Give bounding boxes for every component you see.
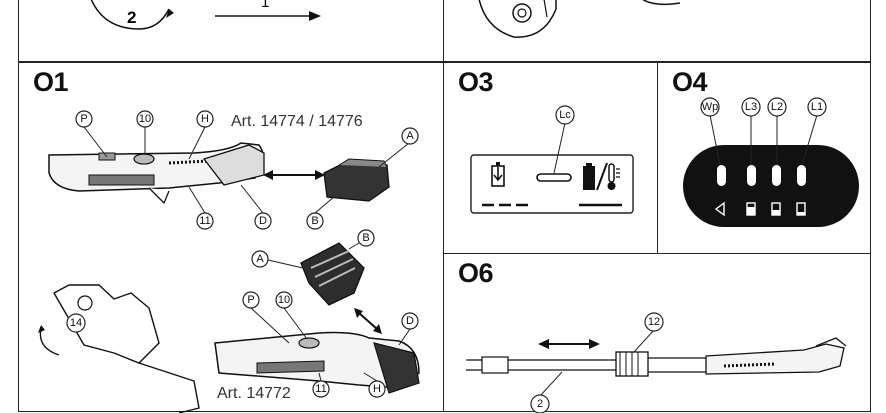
led-l2	[772, 165, 781, 186]
rotation-arrows-illustration: 2 1	[90, 0, 321, 30]
svg-text:14: 14	[70, 317, 82, 329]
svg-text:12: 12	[648, 316, 660, 328]
tool-handle-lower	[214, 331, 420, 394]
callout-d-upper: D	[240, 184, 272, 230]
arrow-label-1: 1	[261, 0, 269, 11]
svg-text:L2: L2	[771, 101, 783, 113]
svg-text:L1: L1	[811, 101, 823, 113]
triangle-icon	[714, 201, 725, 217]
o4-control-panel-illustration: Wp L3 L2 L1	[683, 97, 859, 227]
led-wp	[717, 165, 726, 186]
arrow-label-2: 2	[127, 8, 136, 27]
svg-text:10: 10	[139, 113, 151, 125]
svg-text:H: H	[373, 383, 381, 395]
svg-text:11: 11	[315, 383, 326, 395]
led-panel-body	[683, 145, 859, 227]
svg-text:P: P	[247, 294, 254, 306]
tool-head-illustration	[478, 0, 681, 38]
svg-text:B: B	[311, 215, 318, 227]
callout-10-upper: 10	[136, 110, 154, 155]
battery-temperature-icon	[583, 162, 620, 191]
led-l3	[747, 165, 756, 186]
callout-b-upper: B	[306, 196, 335, 230]
o3-display-illustration: Lc	[470, 105, 634, 214]
panel-o4: O4 Wp L3	[657, 62, 871, 255]
callout-l2: L2	[767, 97, 787, 165]
callout-2: 2	[530, 371, 563, 413]
svg-text:10: 10	[278, 294, 290, 306]
svg-text:D: D	[259, 215, 267, 227]
panel-o1-title: O1	[33, 67, 69, 97]
callout-11-upper: 11	[188, 186, 214, 230]
water-pump-icon	[491, 162, 505, 187]
callout-a-upper: A	[378, 127, 419, 168]
svg-text:A: A	[256, 253, 264, 265]
tool-head-lower	[38, 284, 200, 413]
panel-o3: O3 Lc	[443, 62, 659, 255]
curved-arrow-head	[166, 9, 174, 18]
o6-telescopic-pole-illustration: 12 2	[466, 312, 847, 413]
panel-o6: O6 12	[443, 253, 871, 413]
battery-level-icons	[746, 202, 806, 216]
panel-o4-title: O4	[672, 67, 708, 97]
battery-pack-upper	[323, 158, 390, 202]
svg-text:11: 11	[199, 215, 210, 227]
callout-10-lower: 10	[275, 291, 308, 340]
panel-o3-title: O3	[458, 67, 494, 97]
double-arrow-pole	[538, 339, 600, 349]
callout-b-lower: B	[348, 229, 375, 250]
callout-d-lower: D	[398, 312, 419, 346]
callout-l1: L1	[801, 97, 827, 166]
callout-h-upper: H	[188, 110, 214, 160]
callout-11-lower: 11	[312, 372, 330, 398]
svg-text:A: A	[406, 130, 414, 142]
callout-12: 12	[633, 312, 664, 353]
article-number-upper: Art. 14774 / 14776	[231, 113, 363, 130]
o1-illustration: P 10 H A 11 D	[38, 110, 420, 413]
battery-pack-lower	[300, 242, 365, 306]
svg-text:Lc: Lc	[559, 109, 571, 121]
callout-p-upper: P	[75, 110, 108, 158]
callout-14-lower: 14	[66, 313, 86, 333]
callout-p-lower: P	[242, 291, 290, 344]
callout-a-lower: A	[251, 250, 304, 269]
svg-text:2: 2	[537, 398, 543, 410]
callout-wp: Wp	[700, 97, 721, 166]
double-arrow-lower	[354, 308, 382, 334]
callout-h-lower: H	[363, 372, 386, 398]
led-l1	[797, 165, 806, 186]
led-indicator-lc	[536, 173, 572, 182]
panel-o6-title: O6	[458, 258, 494, 288]
tool-handle-upper	[48, 142, 265, 205]
svg-text:B: B	[362, 232, 369, 244]
svg-text:Wp: Wp	[702, 101, 719, 113]
callout-lc: Lc	[553, 105, 575, 174]
svg-text:D: D	[406, 315, 414, 327]
telescopic-pole	[466, 337, 847, 377]
straight-arrow-head	[309, 11, 321, 21]
svg-text:H: H	[201, 113, 209, 125]
double-arrow-upper	[263, 170, 325, 180]
panel-o1: O1 Art. 14774 / 14776 Art. 14772	[18, 62, 445, 413]
article-number-lower: Art. 14772	[217, 385, 291, 402]
svg-text:P: P	[80, 113, 87, 125]
panel-top-left: 2 1	[18, 0, 445, 62]
callout-l3: L3	[741, 97, 761, 165]
panel-top-right	[443, 0, 871, 62]
svg-text:L3: L3	[745, 101, 757, 113]
